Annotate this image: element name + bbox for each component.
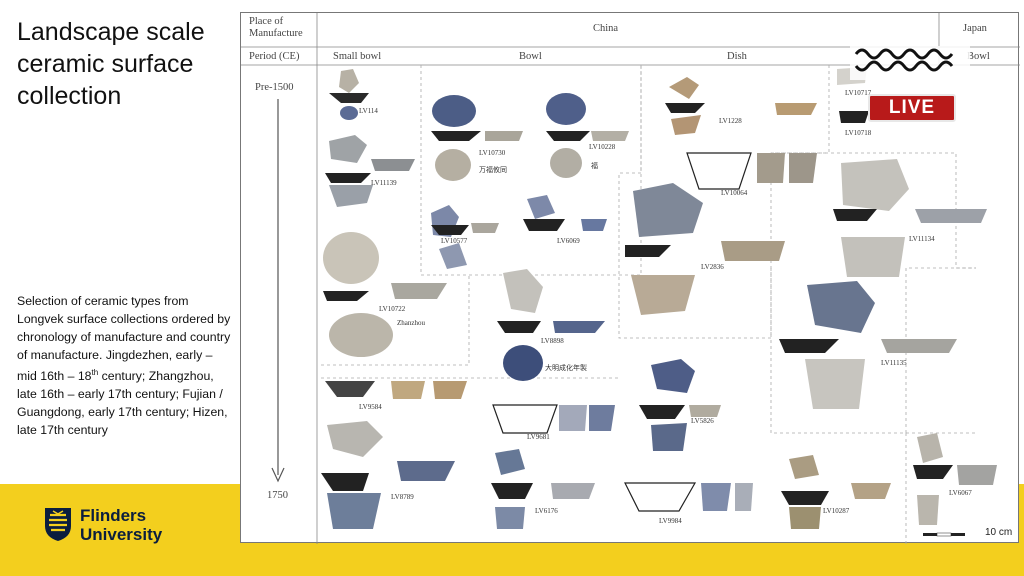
specimen-label: LV1228	[719, 117, 742, 125]
slide-title: Landscape scale ceramic surface collecti…	[17, 18, 205, 110]
dish-header: Dish	[727, 51, 747, 62]
place-header: Place of Manufacture	[249, 16, 303, 39]
specimen-label: LV10717	[845, 89, 872, 97]
scale-bar	[923, 532, 965, 537]
specimen-label: Zhanzhou	[397, 319, 425, 327]
specimen-label: LV10228	[589, 143, 616, 151]
specimen-label: LV10577	[441, 237, 468, 245]
live-badge: LIVE	[868, 94, 956, 122]
specimen-label: LV10722	[379, 305, 406, 313]
specimen-mark: 大明成化年製	[545, 364, 587, 372]
specimen-label: LV8898	[541, 337, 564, 345]
specimen-label: LV10730	[479, 149, 506, 157]
specimen-label: LV9681	[527, 433, 550, 441]
specimen-label: LV9984	[659, 517, 682, 525]
period-header: Period (CE)	[249, 51, 300, 62]
university-wordmark: Flinders University	[80, 506, 163, 544]
japan-header: Japan	[963, 23, 987, 34]
specimen-label: LV10718	[845, 129, 872, 137]
sherd-photos	[321, 67, 997, 529]
specimen-label: LV9584	[359, 403, 382, 411]
slide-description: Selection of ceramic types from Longvek …	[17, 294, 231, 438]
specimen-label: LV6069	[557, 237, 580, 245]
specimen-label: LV114	[359, 107, 378, 115]
timeline-end: 1750	[267, 490, 288, 501]
specimen-label: LV11139	[371, 179, 397, 187]
timeline-arrow	[271, 99, 285, 483]
small-bowl-header: Small bowl	[333, 51, 382, 62]
timeline-start: Pre-1500	[255, 82, 294, 93]
specimen-label: LV8789	[391, 493, 414, 501]
specimen-mark: 万福攸同	[479, 166, 507, 174]
specimen-label: LV2836	[701, 263, 724, 271]
ceramic-figure: Place of Manufacture China Japan Period …	[240, 12, 1020, 544]
specimen-label: LV11135	[881, 359, 907, 367]
specimen-label: LV6176	[535, 507, 558, 515]
specimen-label: LV11134	[909, 235, 935, 243]
specimen-mark: 福	[591, 162, 598, 170]
specimen-label: LV6067	[949, 489, 972, 497]
china-header: China	[593, 23, 619, 34]
bowl-header: Bowl	[519, 51, 542, 62]
japan-bowl-header: Bowl	[967, 51, 990, 62]
channel-logo-icon	[850, 46, 970, 80]
specimen-label: LV5826	[691, 417, 714, 425]
scale-label: 10 cm	[985, 527, 1013, 538]
flinders-shield-icon	[45, 508, 71, 541]
specimen-label: LV10064	[721, 189, 748, 197]
figure-graphics	[241, 13, 1020, 544]
specimen-label: LV10287	[823, 507, 850, 515]
